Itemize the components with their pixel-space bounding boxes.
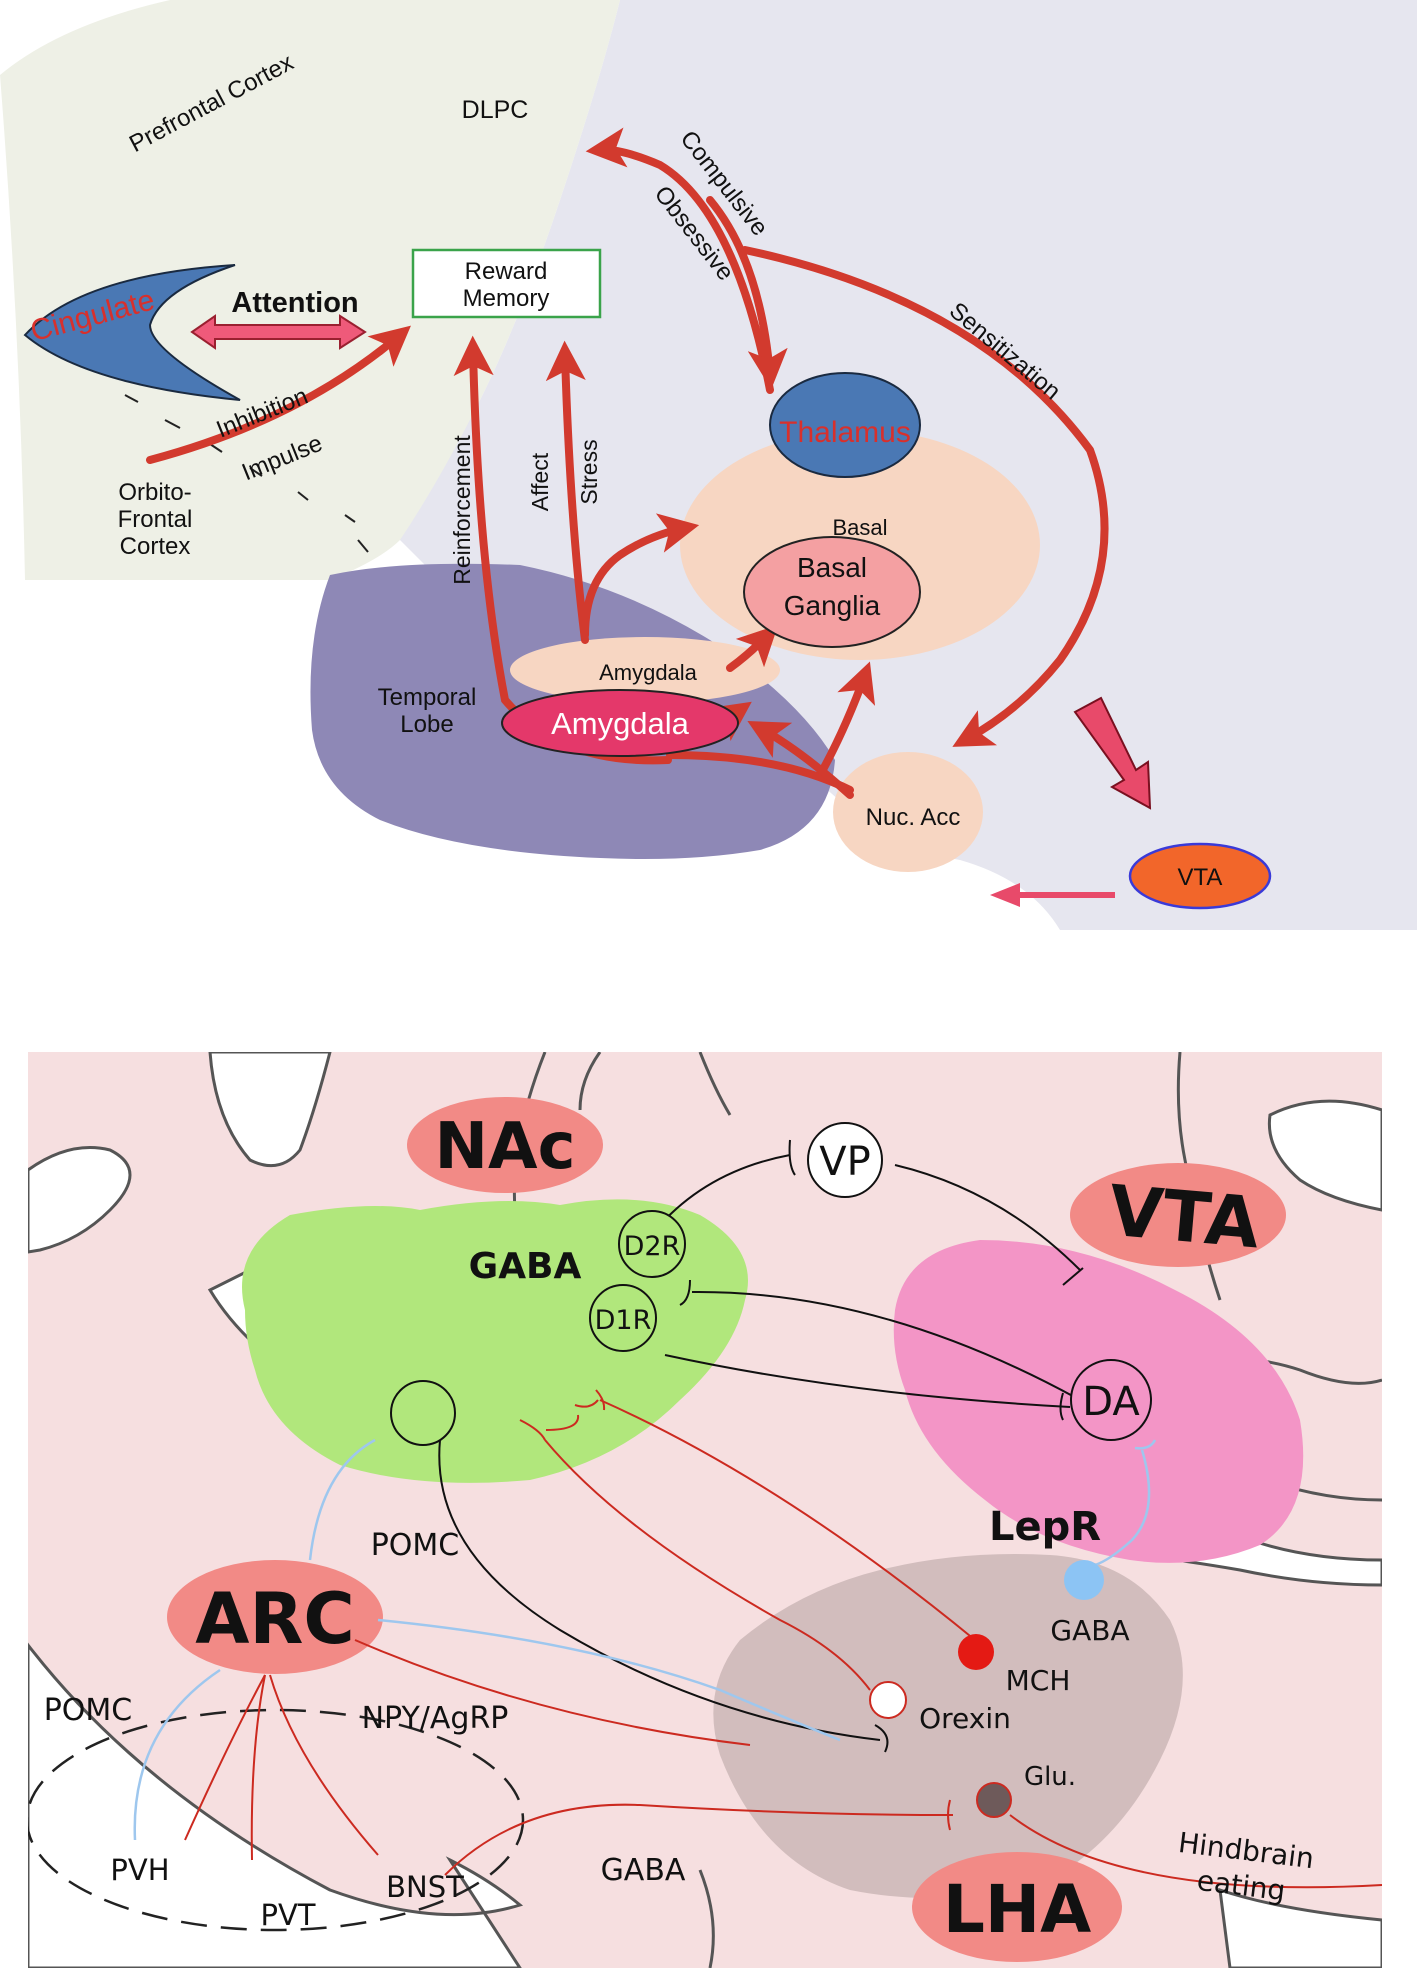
mch-label: MCH (1006, 1664, 1071, 1697)
pomc-left-label: POMC (44, 1693, 133, 1728)
nac-green-region (242, 1199, 748, 1483)
prefrontal-region (0, 0, 620, 580)
ofc-line1: Orbito- (118, 479, 191, 506)
amygdala-small-region (510, 637, 780, 703)
basal-ganglia-node (743, 536, 921, 648)
reward-memory-line2: Memory (463, 285, 550, 312)
vta-label-bottom: VTA (1105, 1170, 1262, 1265)
compulsive-arrow (585, 127, 774, 394)
thalamus-label: Thalamus (779, 416, 911, 449)
vta-arrows (990, 696, 1152, 907)
temporal-lobe-line2: Lobe (400, 711, 453, 738)
lha-label: LHA (943, 1871, 1091, 1948)
dlpc-label: DLPC (462, 96, 529, 124)
ofc-line3: Cortex (120, 533, 191, 560)
ofc-line2: Frontal (118, 506, 193, 533)
pomc-target-node (390, 1380, 456, 1446)
amygdala-small-label: Amygdala (599, 660, 698, 685)
affect-label: Affect (527, 452, 553, 511)
vta-label-top: VTA (1178, 864, 1223, 891)
nac-label-blob (407, 1097, 603, 1193)
ofc-to-reward-arrow (146, 325, 411, 464)
nuc-acc-label: Nuc. Acc (866, 804, 961, 831)
pvh-label: PVH (110, 1853, 169, 1887)
stress-label: Stress (576, 439, 602, 504)
bnst-label: BNST (386, 1870, 464, 1904)
red-connections (184, 1389, 1382, 1889)
vta-node-top (1128, 842, 1272, 910)
npy-agrp-label: NPY/AgRP (362, 1701, 509, 1736)
thalamus-node (769, 372, 921, 478)
neuron-nodes: VP D2R D1R DA (390, 1122, 1152, 1818)
da-node (1070, 1359, 1152, 1441)
basal-ganglia-line1: Basal (797, 552, 867, 583)
attention-label: Attention (231, 287, 358, 319)
d2r-node (618, 1210, 686, 1278)
reward-memory-line1: Reward (465, 258, 548, 285)
d1r-label: D1R (595, 1305, 652, 1336)
vp-label: VP (819, 1139, 870, 1185)
orexin-label: Orexin (919, 1702, 1011, 1735)
nucacc-to-amygdala2-arrow (747, 721, 854, 799)
stress-to-basal-arrow (581, 513, 700, 639)
hypothalamic-dashed-ellipse (28, 1708, 525, 1932)
mch-node (958, 1634, 994, 1670)
arc-label-blob (167, 1560, 383, 1674)
temporal-lobe-line1: Temporal (378, 684, 477, 711)
arc-label: ARC (195, 1578, 354, 1660)
bottom-diagram: NAc VTA ARC LHA (28, 1052, 1382, 1968)
vta-label-blob (1070, 1163, 1286, 1267)
nuc-acc-region (833, 752, 983, 872)
top-diagram: Cingulate Attention Reward Memory Prefro… (0, 0, 1417, 930)
d1r-node (589, 1284, 657, 1352)
gaba-lepr-node (1064, 1560, 1104, 1600)
reward-memory-box (411, 248, 602, 319)
reinforcement-label: Reinforcement (449, 435, 475, 585)
stress-arrow (545, 340, 589, 644)
dashed-marks (124, 394, 369, 553)
pvt-label: PVT (260, 1898, 315, 1932)
nucacc-to-basal-arrow (816, 661, 876, 779)
pathway-arrows (146, 127, 1109, 799)
blue-connections (133, 1438, 1157, 1841)
lha-gray-region (713, 1554, 1183, 1898)
d2r-label: D2R (624, 1231, 681, 1262)
glu-node (976, 1782, 1012, 1818)
gaba-nac-label: GABA (469, 1246, 582, 1287)
glu-label: Glu. (1024, 1762, 1076, 1792)
black-connections (438, 1139, 1084, 1753)
vp-node (807, 1122, 883, 1198)
gaba-lha-label: GABA (1050, 1614, 1129, 1647)
amygdala-to-basal-arrow (726, 624, 779, 672)
orexin-node (869, 1681, 907, 1719)
da-label: DA (1082, 1379, 1140, 1425)
pomc-upper-label: POMC (371, 1528, 460, 1563)
attention-double-arrow (190, 314, 367, 350)
nac-label: NAc (434, 1110, 575, 1184)
basal-ganglia-line2: Ganglia (784, 590, 881, 621)
obsessive-arrow (706, 196, 788, 390)
basal-partial-label: Basal (832, 515, 887, 540)
sensitization-arrow (741, 246, 1109, 747)
cingulate-shape (23, 264, 241, 401)
lha-label-blob (912, 1852, 1122, 1962)
lepr-label: LepR (989, 1504, 1101, 1550)
amygdala-node (501, 689, 739, 757)
gaba-bottom-label: GABA (601, 1853, 686, 1888)
amygdala-label: Amygdala (551, 706, 690, 741)
